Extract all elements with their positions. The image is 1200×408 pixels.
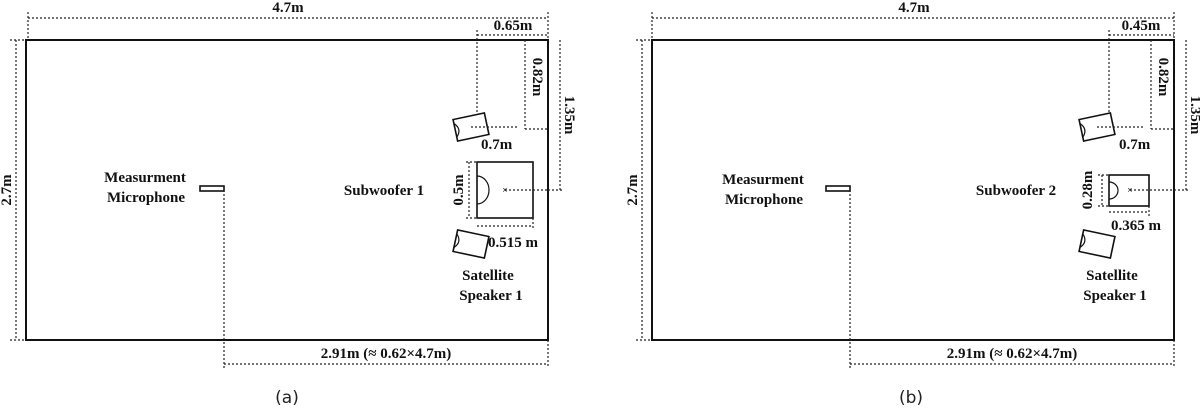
gap-label: 0.7m xyxy=(1119,137,1151,153)
satellite-label-line1: Satellite xyxy=(462,268,514,284)
side-dim-label: 1.35m xyxy=(561,96,577,135)
microphone-icon xyxy=(199,185,225,192)
mic-distance-label: 2.91m (≈ 0.62×4.7m) xyxy=(321,346,452,362)
subwoofer-label: Subwoofer 1 xyxy=(344,183,424,199)
subwoofer-driver-arc xyxy=(476,175,490,205)
room-height-label: 2.7m xyxy=(0,174,15,206)
gap-label: 0.7m xyxy=(481,137,513,153)
sub-height-label: 0.5m xyxy=(451,174,467,206)
sub-height-label: 0.28m xyxy=(1080,170,1096,209)
subwoofer-label: Subwoofer 2 xyxy=(976,183,1056,199)
room-width-label: 4.7m xyxy=(898,0,930,16)
side-dim-label: 1.35m xyxy=(1187,96,1200,135)
room-height-label: 2.7m xyxy=(625,174,641,206)
panel-caption: (a) xyxy=(275,388,299,408)
satellite-speaker-bottom xyxy=(1078,228,1116,260)
sat-depth-label: 0.82m xyxy=(1155,58,1171,97)
panel-caption: (b) xyxy=(899,388,923,408)
panel-b: 4.7m 2.7m 0.45m 0.82m 1.35m 0.7m × 0.28m… xyxy=(625,0,1200,408)
sat-width-label: 0.65m xyxy=(494,18,533,34)
satellite-speaker-bottom xyxy=(452,228,490,260)
room-width-label: 4.7m xyxy=(272,0,304,16)
mic-label-line2: Microphone xyxy=(725,192,803,208)
sub-width-label: 0.515 m xyxy=(488,235,539,251)
satellite-label-line2: Speaker 1 xyxy=(459,288,522,304)
sat-depth-label: 0.82m xyxy=(529,58,545,97)
satellite-label-line2: Speaker 1 xyxy=(1083,288,1146,304)
microphone-icon xyxy=(825,185,851,192)
mic-distance-label: 2.91m (≈ 0.62×4.7m) xyxy=(947,346,1078,362)
sub-width-label: 0.365 m xyxy=(1111,218,1162,234)
mic-label-line1: Measurment xyxy=(104,170,186,186)
panel-a: 4.7m 2.7m 0.65m 0.82m 1.35m 0.7m × xyxy=(0,0,577,408)
mic-label-line1: Measurment xyxy=(722,172,804,188)
subwoofer-driver-arc xyxy=(1108,181,1119,200)
satellite-label-line1: Satellite xyxy=(1086,268,1138,284)
mic-label-line2: Microphone xyxy=(107,190,185,206)
sat-width-label: 0.45m xyxy=(1122,18,1161,34)
